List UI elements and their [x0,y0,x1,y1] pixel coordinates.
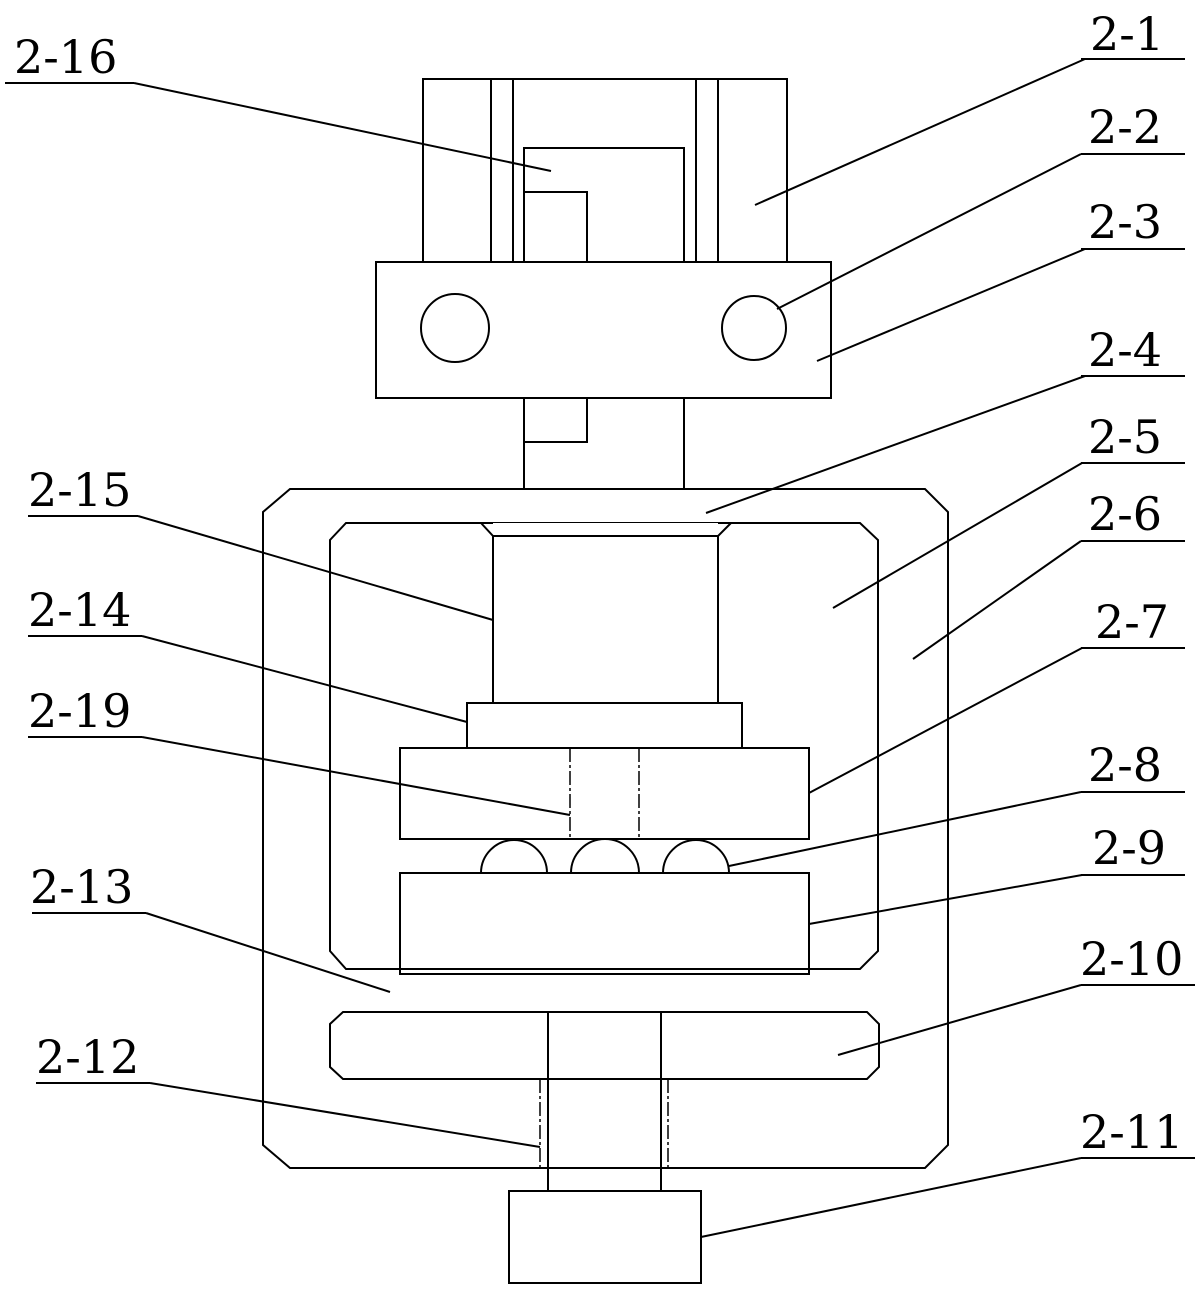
part-2-7-upper-die [399,747,810,840]
label-2-3: 2-3 [1088,195,1162,249]
labels: 2-1 2-2 2-3 2-4 2-5 2-6 2-7 2-8 2-9 2-10… [14,7,1183,1159]
label-2-4: 2-4 [1088,323,1162,377]
label-2-13: 2-13 [30,860,133,914]
part-2-3-cross-plate [375,261,832,399]
part-2-9-lower-die [399,872,810,975]
connecting-rod [523,398,685,489]
label-2-14: 2-14 [28,583,131,637]
label-2-5: 2-5 [1088,410,1162,464]
part-2-12-nut [539,1079,669,1168]
label-2-6: 2-6 [1088,487,1162,541]
part-2-11-handle [508,1190,702,1284]
label-2-11: 2-11 [1080,1105,1183,1159]
label-2-2: 2-2 [1088,100,1162,154]
label-2-12: 2-12 [36,1030,139,1084]
label-2-8: 2-8 [1088,738,1162,792]
lower-screw-shaft [547,1012,662,1191]
part-2-6-outer-frame [262,488,949,1169]
part-2-8-rollers [480,838,730,874]
label-2-19: 2-19 [28,684,131,738]
part-2-1-top-housing [422,78,788,263]
leader-lines [133,58,1086,1238]
label-2-1: 2-1 [1090,7,1164,61]
part-2-16-piston-rod [523,147,685,262]
part-2-15-press-block [480,522,732,703]
part-2-2-hole-left [420,293,490,363]
part-2-19-insert [569,748,640,839]
part-2-10-lower-beam [329,1011,880,1080]
part-2-14-plate [466,702,743,749]
label-2-16: 2-16 [14,30,117,84]
label-2-7: 2-7 [1095,595,1169,649]
label-underlines [5,58,1195,1159]
label-2-9: 2-9 [1092,821,1166,875]
label-2-15: 2-15 [28,463,131,517]
part-2-5-inner-chamber [329,522,879,970]
part-2-2-hole-right [721,295,787,361]
label-2-10: 2-10 [1080,932,1183,986]
